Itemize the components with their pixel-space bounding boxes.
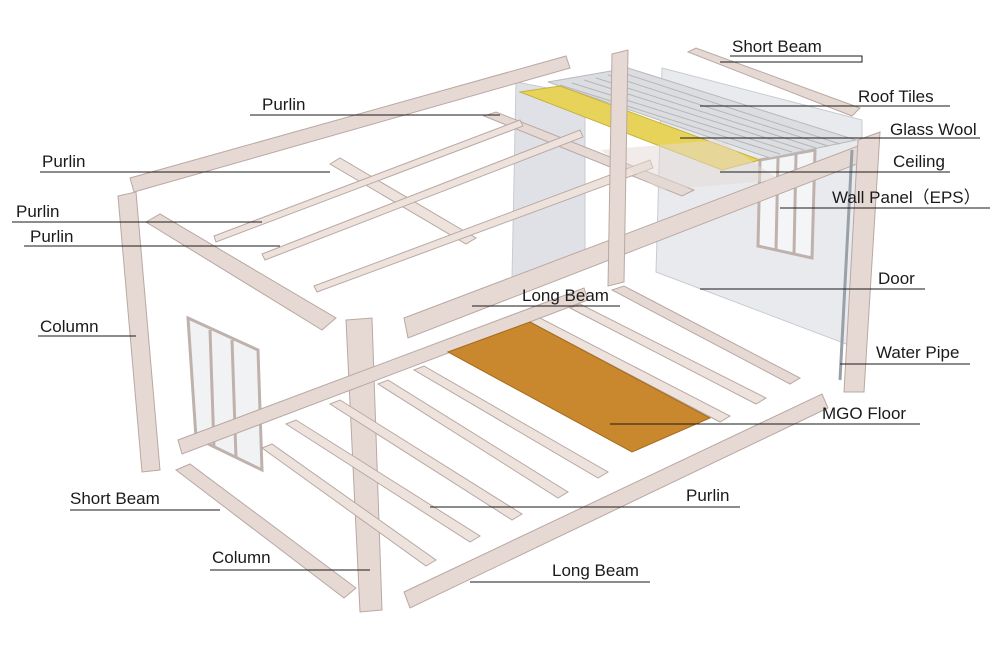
bottom-long-beam-front <box>403 393 829 609</box>
label-purlin-top-3: Purlin <box>16 202 60 221</box>
label-wall-panel: Wall Panel（EPS） <box>832 188 981 207</box>
ceiling <box>600 140 780 190</box>
column-right-front <box>843 131 881 393</box>
label-column-bottom: Column <box>212 548 271 567</box>
water-pipe <box>838 149 854 381</box>
label-purlin-bottom: Purlin <box>686 486 730 505</box>
top-long-beam-back <box>129 55 571 193</box>
top-purlins <box>213 119 654 293</box>
label-ceiling: Ceiling <box>893 152 945 171</box>
bottom-short-beam-right <box>610 285 802 385</box>
label-water-pipe: Water Pipe <box>876 343 960 362</box>
bottom-long-beam-back <box>177 287 589 455</box>
label-short-beam-top: Short Beam <box>732 37 822 56</box>
mgo-floor <box>446 321 712 453</box>
top-short-beam-right <box>686 47 861 117</box>
label-glass-wool: Glass Wool <box>890 120 977 139</box>
label-roof-tiles: Roof Tiles <box>858 87 934 106</box>
label-purlin-top-2: Purlin <box>42 152 86 171</box>
top-short-beam-left <box>145 213 337 331</box>
label-column-left: Column <box>40 317 99 336</box>
bottom-purlins <box>260 303 768 567</box>
label-long-beam-mid: Long Beam <box>522 286 609 305</box>
label-mgo-floor: MGO Floor <box>822 404 907 423</box>
column-left-back <box>117 191 161 473</box>
label-purlin-top-1: Purlin <box>262 95 306 114</box>
column-right-back <box>607 49 629 287</box>
label-purlin-top-4: Purlin <box>30 227 74 246</box>
label-long-beam-bottom: Long Beam <box>552 561 639 580</box>
label-short-beam-bottom: Short Beam <box>70 489 160 508</box>
bottom-short-beam-left <box>175 463 357 599</box>
label-door: Door <box>878 269 915 288</box>
leader-lines <box>12 55 990 583</box>
